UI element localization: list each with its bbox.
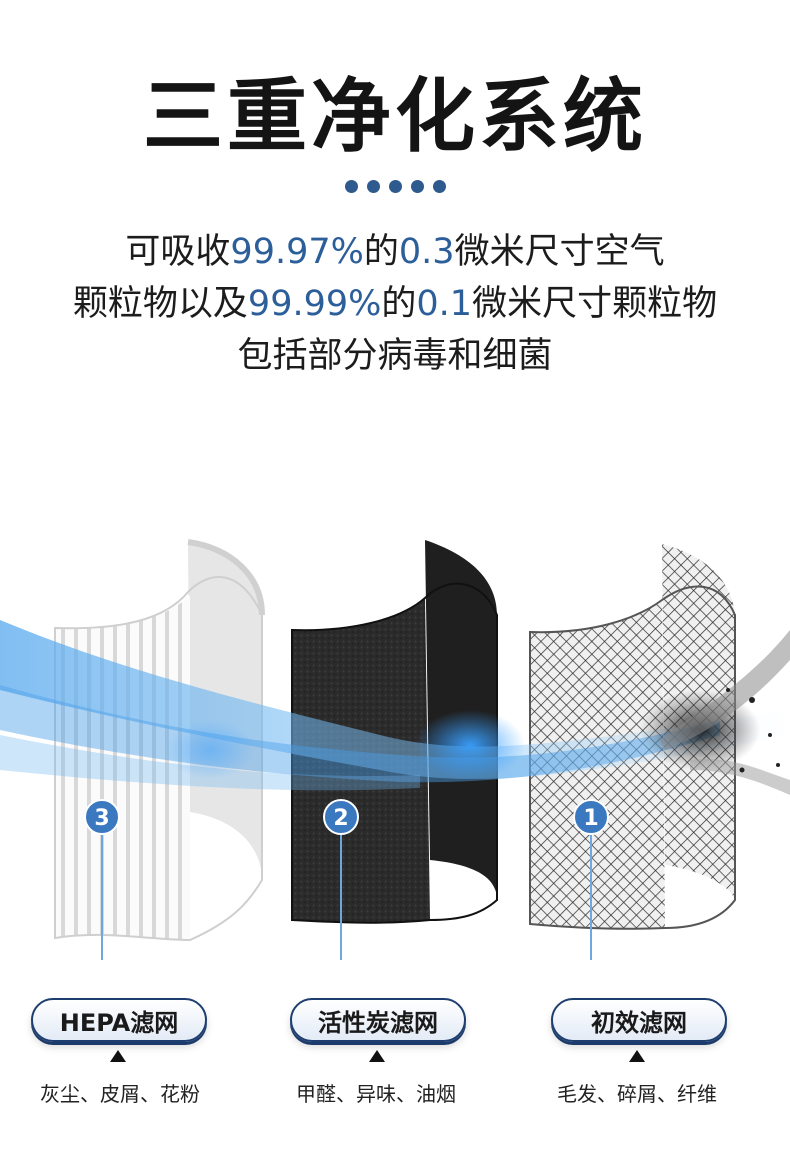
description-line-3: 包括部分病毒和细菌 <box>237 336 553 376</box>
primary-filter-targets: 毛发、碎屑、纤维 <box>557 1082 717 1106</box>
desc-text: 的 <box>363 232 399 272</box>
decorative-dots <box>0 180 790 193</box>
desc-highlight: 0.3 <box>398 232 455 272</box>
description-line-2: 颗粒物以及99.99%的0.1微米尺寸颗粒物 <box>0 278 790 330</box>
desc-text: 的 <box>381 284 417 324</box>
dot <box>388 180 402 193</box>
badge-2: 2 <box>323 799 359 960</box>
up-arrow-icon <box>629 1050 645 1062</box>
dot <box>410 180 424 193</box>
badge-3: 3 <box>84 799 120 960</box>
desc-text: 微米尺寸颗粒物 <box>472 284 718 324</box>
up-arrow-icon <box>369 1050 385 1062</box>
description: 可吸收99.97%的0.3微米尺寸空气 颗粒物以及99.99%的0.1微米尺寸颗… <box>0 226 790 382</box>
desc-text: 微米尺寸空气 <box>454 232 665 272</box>
desc-highlight: 99.99% <box>247 284 382 324</box>
dot <box>432 180 446 193</box>
up-arrow-icon <box>110 1050 126 1062</box>
primary-filter-label: 初效滤网 <box>551 998 727 1042</box>
badge-number: 3 <box>94 806 109 831</box>
dot <box>344 180 358 193</box>
badge-number: 1 <box>583 806 598 831</box>
carbon-filter-targets: 甲醛、异味、油烟 <box>296 1082 456 1106</box>
desc-highlight: 0.1 <box>416 284 473 324</box>
desc-highlight: 99.97% <box>230 232 364 272</box>
desc-text: 颗粒物以及 <box>72 284 248 324</box>
description-line-1: 可吸收99.97%的0.3微米尺寸空气 <box>0 226 790 278</box>
dot <box>366 180 380 193</box>
desc-text: 可吸收 <box>125 232 231 272</box>
dust-particles <box>640 630 790 795</box>
hepa-filter-label: HEPA滤网 <box>31 998 207 1042</box>
badge-1: 1 <box>573 799 609 960</box>
badge-number: 2 <box>333 806 348 831</box>
hepa-filter-targets: 灰尘、皮屑、花粉 <box>40 1082 200 1106</box>
airflow-stream <box>0 620 790 791</box>
filter-illustration: 3 2 1 <box>0 539 790 960</box>
carbon-filter-label: 活性炭滤网 <box>290 998 466 1042</box>
page-title: 三重净化系统 <box>143 70 647 163</box>
